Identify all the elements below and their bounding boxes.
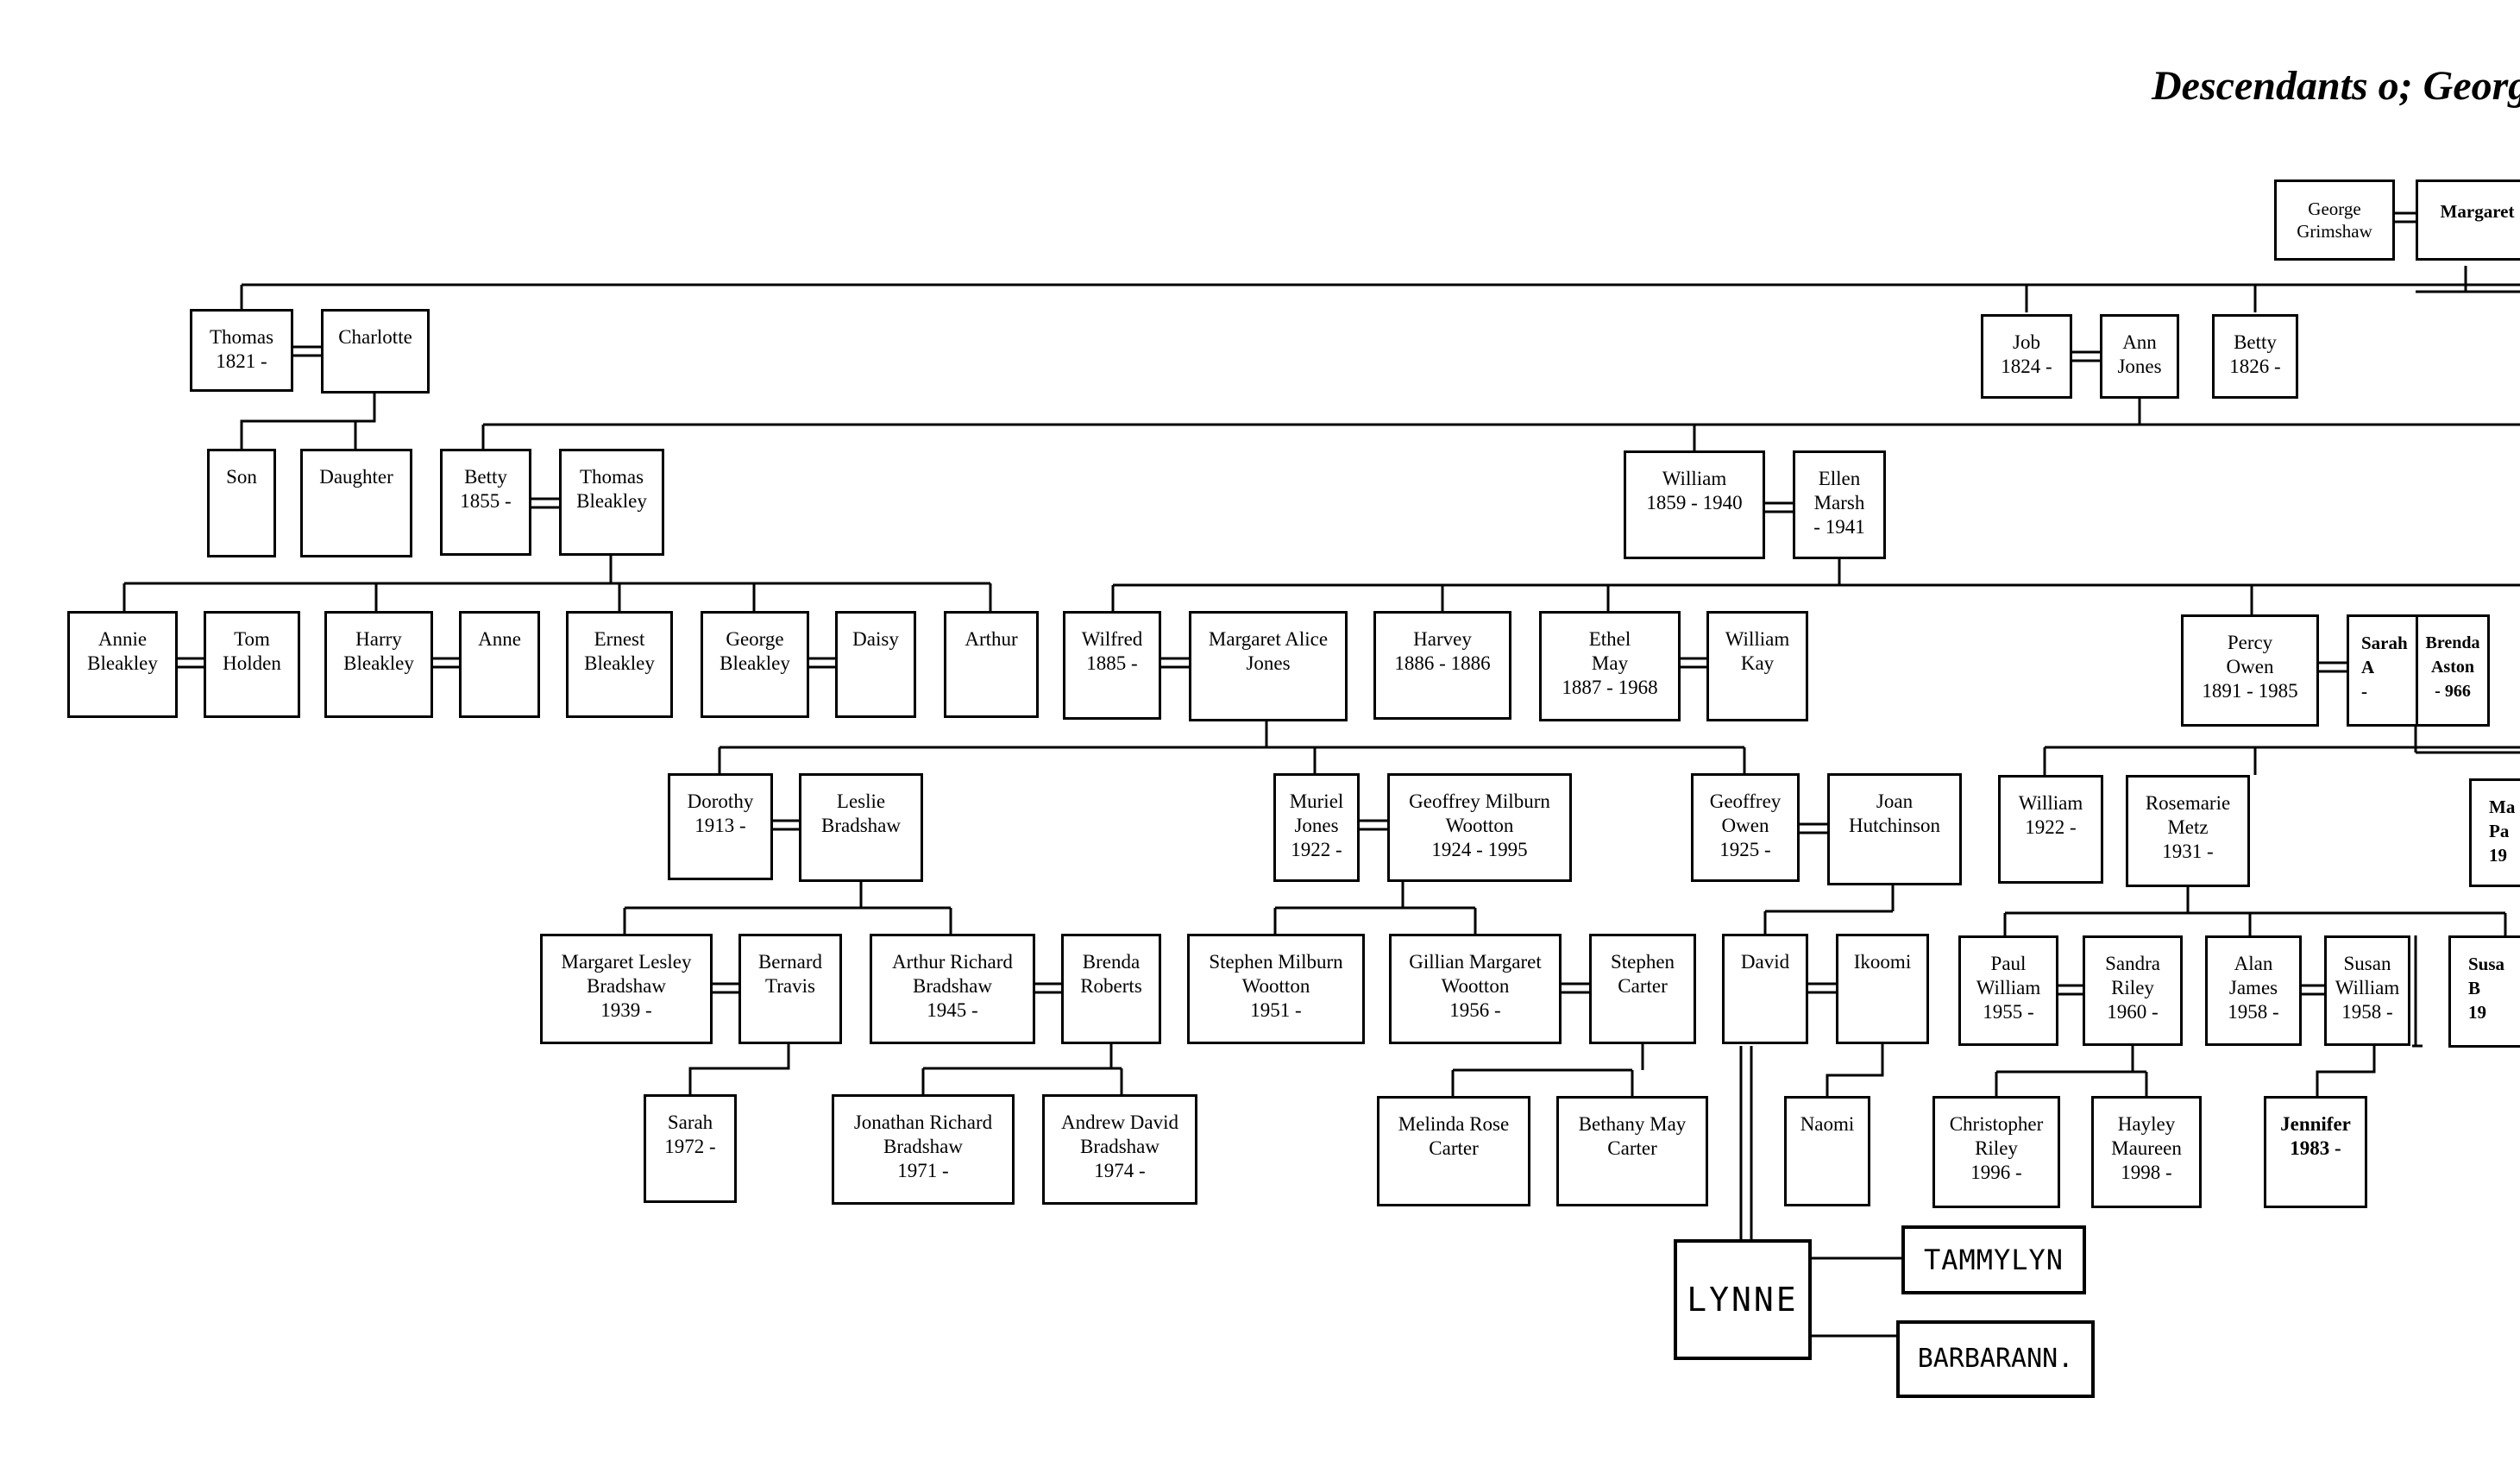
person-thomas-bleakley: Thomas Bleakley	[559, 449, 664, 556]
person-hayley-maureen: Hayley Maureen 1998 -	[2091, 1096, 2202, 1208]
person-brenda-partial: Brenda Aston - 966	[2416, 614, 2490, 727]
person-stephen-milburn-wootton: Stephen Milburn Wootton 1951 -	[1187, 934, 1365, 1044]
person-anne: Anne	[459, 611, 540, 718]
person-geoffrey-milburn-wootton: Geoffrey Milburn Wootton 1924 - 1995	[1387, 773, 1572, 882]
handwritten-tammylyn: TAMMYLYN	[1901, 1225, 2086, 1294]
person-bernard-travis: Bernard Travis	[738, 934, 842, 1044]
person-bethany-may-carter: Bethany May Carter	[1556, 1096, 1708, 1206]
person-thomas-1821: Thomas 1821 -	[190, 309, 293, 392]
person-jennifer: Jennifer 1983 -	[2264, 1096, 2367, 1208]
person-arthur: Arthur	[944, 611, 1039, 718]
person-harvey: Harvey 1886 - 1886	[1373, 611, 1511, 720]
person-ma-partial: Ma Pa 19	[2469, 778, 2520, 887]
person-william-kay: William Kay	[1706, 611, 1808, 721]
person-sarah-partial: Sarah A -	[2347, 614, 2423, 727]
person-leslie-bradshaw: Leslie Bradshaw	[799, 773, 923, 882]
person-jonathan-richard-bradshaw: Jonathan Richard Bradshaw 1971 -	[832, 1094, 1015, 1205]
person-percy-owen: Percy Owen 1891 - 1985	[2181, 614, 2319, 727]
person-brenda-roberts: Brenda Roberts	[1061, 934, 1161, 1044]
person-william-1922: William 1922 -	[1998, 775, 2103, 884]
person-margaret-lesley-bradshaw: Margaret Lesley Bradshaw 1939 -	[540, 934, 713, 1044]
person-charlotte: Charlotte	[321, 309, 430, 394]
person-alan-james: Alan James 1958 -	[2205, 935, 2302, 1046]
person-ethel-may: Ethel May 1887 - 1968	[1539, 611, 1681, 721]
person-geoffrey-owen: Geoffrey Owen 1925 -	[1691, 773, 1800, 882]
person-ann-jones: Ann Jones	[2100, 314, 2179, 399]
person-margaret-alice-jones: Margaret Alice Jones	[1189, 611, 1348, 721]
page-title: Descendants o; Georg	[2152, 63, 2520, 109]
person-melinda-rose-carter: Melinda Rose Carter	[1377, 1096, 1530, 1206]
person-george-bleakley: George Bleakley	[701, 611, 809, 718]
person-betty-1855: Betty 1855 -	[440, 449, 531, 556]
person-william-1859: William 1859 - 1940	[1624, 450, 1765, 559]
person-george-grimshaw: George Grimshaw	[2274, 179, 2395, 261]
handwritten-barbarann: BARBARANN.	[1896, 1320, 2095, 1398]
person-arthur-richard-bradshaw: Arthur Richard Bradshaw 1945 -	[870, 934, 1035, 1044]
person-job-1824: Job 1824 -	[1981, 314, 2072, 399]
person-dorothy: Dorothy 1913 -	[668, 773, 773, 880]
person-daisy: Daisy	[835, 611, 916, 718]
person-gillian-margaret-wootton: Gillian Margaret Wootton 1956 -	[1389, 934, 1562, 1044]
person-naomi: Naomi	[1784, 1096, 1870, 1206]
person-ikoomi: Ikoomi	[1836, 934, 1929, 1044]
person-joan-hutchinson: Joan Hutchinson	[1827, 773, 1962, 885]
person-stephen-carter: Stephen Carter	[1589, 934, 1696, 1044]
person-susan-partial: Susa B 19	[2448, 935, 2520, 1048]
person-susan-william: Susan William 1958 -	[2324, 935, 2410, 1046]
person-david: David	[1722, 934, 1808, 1044]
person-tom-holden: Tom Holden	[204, 611, 300, 718]
person-margaret: Margaret	[2416, 179, 2520, 261]
person-daughter: Daughter	[300, 449, 412, 557]
person-paul-william: Paul William 1955 -	[1958, 935, 2058, 1046]
person-ellen-marsh: Ellen Marsh - 1941	[1793, 450, 1886, 559]
person-wilfred: Wilfred 1885 -	[1063, 611, 1161, 720]
person-ernest-bleakley: Ernest Bleakley	[566, 611, 673, 718]
person-muriel-jones: Muriel Jones 1922 -	[1273, 773, 1360, 882]
person-sandra-riley: Sandra Riley 1960 -	[2083, 935, 2183, 1046]
person-annie-bleakley: Annie Bleakley	[67, 611, 178, 718]
person-betty-1826: Betty 1826 -	[2212, 314, 2298, 399]
handwritten-lynne: LYNNE	[1674, 1239, 1812, 1360]
person-harry-bleakley: Harry Bleakley	[324, 611, 433, 718]
person-sarah-1972: Sarah 1972 -	[644, 1094, 737, 1203]
person-andrew-david-bradshaw: Andrew David Bradshaw 1974 -	[1042, 1094, 1197, 1205]
person-son: Son	[207, 449, 276, 557]
person-rosemarie-metz: Rosemarie Metz 1931 -	[2126, 775, 2250, 887]
person-christopher-riley: Christopher Riley 1996 -	[1932, 1096, 2060, 1208]
